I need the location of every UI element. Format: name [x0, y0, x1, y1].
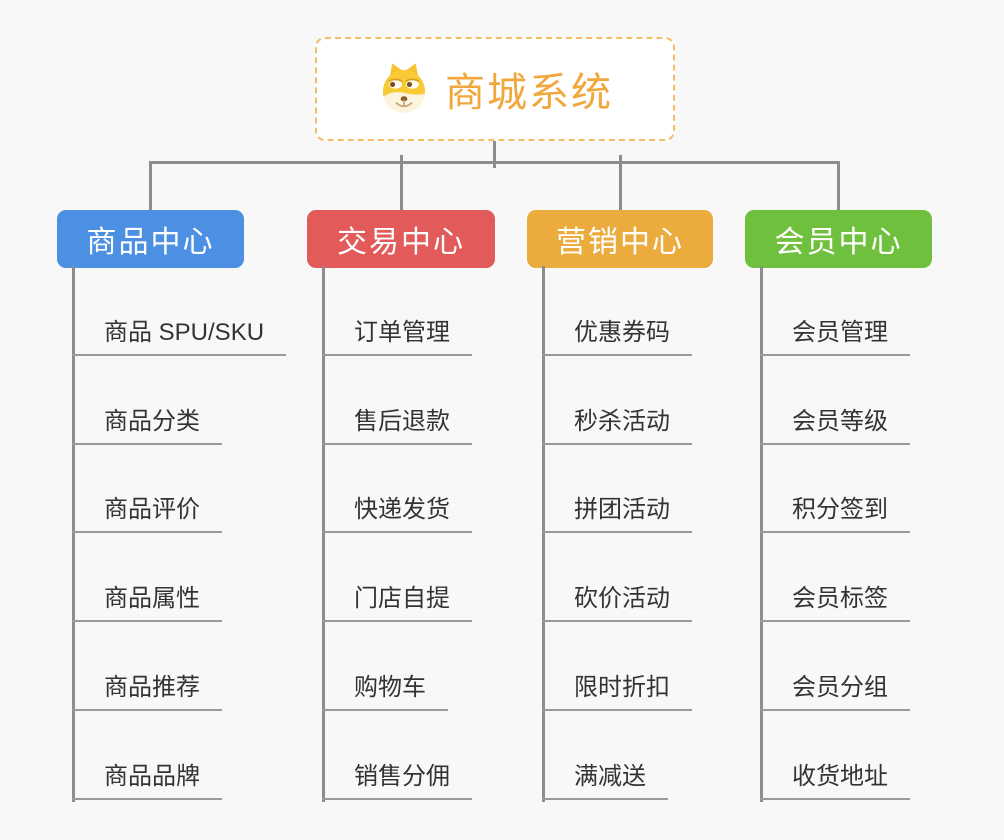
connector-line: [149, 161, 152, 212]
leaf-node[interactable]: 满减送: [542, 764, 668, 800]
leaf-node[interactable]: 商品 SPU/SKU: [72, 320, 287, 356]
leaf-node[interactable]: 积分签到: [760, 497, 910, 533]
leaf-node[interactable]: 商品分类: [72, 409, 222, 445]
leaf-node[interactable]: 优惠券码: [542, 320, 692, 356]
leaf-node[interactable]: 会员标签: [760, 586, 910, 622]
leaf-node[interactable]: 商品品牌: [72, 764, 222, 800]
leaf-node[interactable]: 商品属性: [72, 586, 222, 622]
doge-icon: [377, 60, 431, 119]
root-node[interactable]: 商城系统: [315, 37, 675, 141]
leaf-node[interactable]: 销售分佣: [322, 764, 472, 800]
connector-line: [542, 266, 545, 802]
leaf-node[interactable]: 快递发货: [322, 497, 472, 533]
branch-node[interactable]: 会员中心: [745, 210, 932, 268]
leaf-node[interactable]: 会员等级: [760, 409, 910, 445]
leaf-node[interactable]: 会员管理: [760, 320, 910, 356]
connector-line: [322, 266, 325, 802]
leaf-node[interactable]: 购物车: [322, 675, 448, 711]
leaf-node[interactable]: 收货地址: [760, 764, 910, 800]
connector-line: [399, 155, 403, 212]
connector-line: [149, 161, 840, 164]
leaf-node[interactable]: 商品推荐: [72, 675, 222, 711]
leaf-node[interactable]: 订单管理: [322, 320, 472, 356]
connector-line: [492, 141, 496, 168]
leaf-node[interactable]: 会员分组: [760, 675, 910, 711]
leaf-node[interactable]: 售后退款: [322, 409, 472, 445]
connector-line: [618, 155, 622, 212]
leaf-node[interactable]: 商品评价: [72, 497, 222, 533]
leaf-node[interactable]: 门店自提: [322, 586, 472, 622]
leaf-node[interactable]: 秒杀活动: [542, 409, 692, 445]
branch-node[interactable]: 交易中心: [307, 210, 495, 268]
root-node-title: 商城系统: [445, 71, 613, 115]
leaf-node[interactable]: 限时折扣: [542, 675, 692, 711]
leaf-node[interactable]: 砍价活动: [542, 586, 692, 622]
branch-node[interactable]: 营销中心: [527, 210, 713, 268]
connector-line: [837, 161, 840, 212]
connector-line: [760, 266, 763, 802]
branch-node[interactable]: 商品中心: [57, 210, 244, 268]
connector-line: [72, 266, 75, 802]
leaf-node[interactable]: 拼团活动: [542, 497, 692, 533]
